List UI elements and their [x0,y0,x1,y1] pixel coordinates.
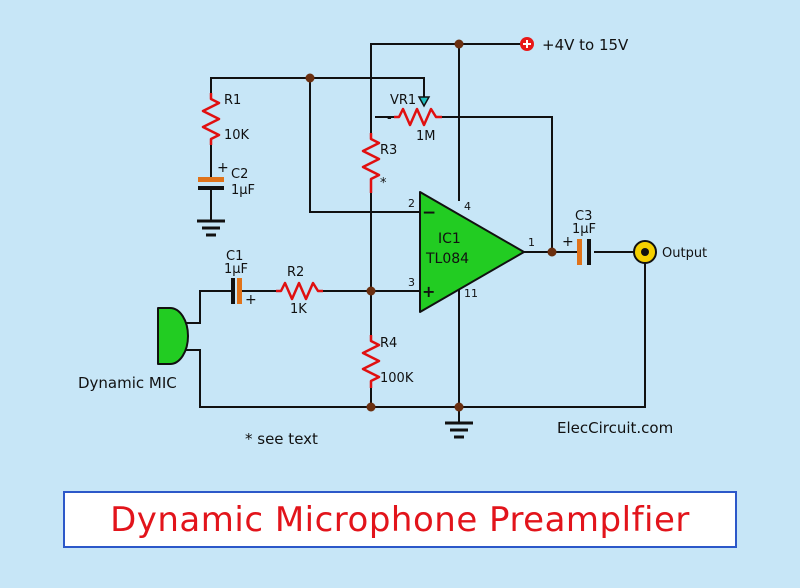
c3-value: 1μF [572,222,596,237]
dynamic-mic: Dynamic MIC [78,307,200,392]
supply-label: +4V to 15V [542,36,629,54]
wiper-arrow [417,96,431,108]
resistor-r2: R2 1K [276,265,323,317]
supply-terminal: +4V to 15V [520,36,629,54]
r1-value: 10K [224,128,250,143]
pin-11-label: 11 [464,287,478,300]
resistor-r1: R1 10K [201,93,250,145]
vr1-value: 1M [416,129,436,144]
pin-2-label: 2 [408,197,415,210]
junction-dot [366,402,376,412]
r4-value: 100K [380,371,414,386]
r2-value: 1K [290,302,307,317]
r3-value: * [380,176,387,191]
wires [199,43,646,423]
footnote: * see text [245,430,318,448]
c2-sign: + [217,160,229,176]
ic1-plus: + [422,282,435,301]
c3-sign: + [562,234,574,250]
junction-dot [454,402,464,412]
junction-dot [305,73,315,83]
c2-value: 1μF [231,183,255,198]
capacitor-c1: C1 1μF + [224,249,257,308]
pin-4-label: 4 [464,200,471,213]
opamp-ic1: IC1 TL084 − + 2 3 4 11 1 [408,191,535,313]
site-label: ElecCircuit.com [557,419,673,437]
r1-name: R1 [224,93,241,108]
c1-name: C1 [226,249,243,264]
vr1-sign: - [387,111,392,126]
r3-name: R3 [380,143,397,158]
vr1-name: VR1 [390,93,416,108]
ground-symbol [445,421,473,439]
resistor-r4: R4 100K [361,335,414,388]
mic-label: Dynamic MIC [78,374,177,392]
c1-value: 1μF [224,262,248,277]
c2-name: C2 [231,167,248,182]
capacitor-c2: + C2 1μF [198,160,255,198]
junction-dot [366,286,376,296]
diagram-title: Dynamic Microphone Preamplfier [110,499,690,540]
junction-dot [547,247,557,257]
ground-symbol [197,219,225,237]
potentiometer-vr1: VR1 - 1M [387,93,442,144]
title-banner: Dynamic Microphone Preamplfier [63,491,737,548]
output-label: Output [662,246,707,261]
c1-sign: + [245,292,257,308]
pin-3-label: 3 [408,276,415,289]
r2-name: R2 [287,265,304,280]
junction-dot [454,39,464,49]
pin-1-label: 1 [528,236,535,249]
c3-name: C3 [575,209,592,224]
junction-dots [305,39,557,412]
capacitor-c3: + C3 1μF [562,209,596,265]
ic1-name: IC1 [438,231,461,247]
ic1-part: TL084 [425,251,469,267]
resistor-r3: R3 * [361,133,397,193]
output-jack: Output [633,240,707,264]
r4-name: R4 [380,336,397,351]
ic1-minus: − [422,203,436,223]
